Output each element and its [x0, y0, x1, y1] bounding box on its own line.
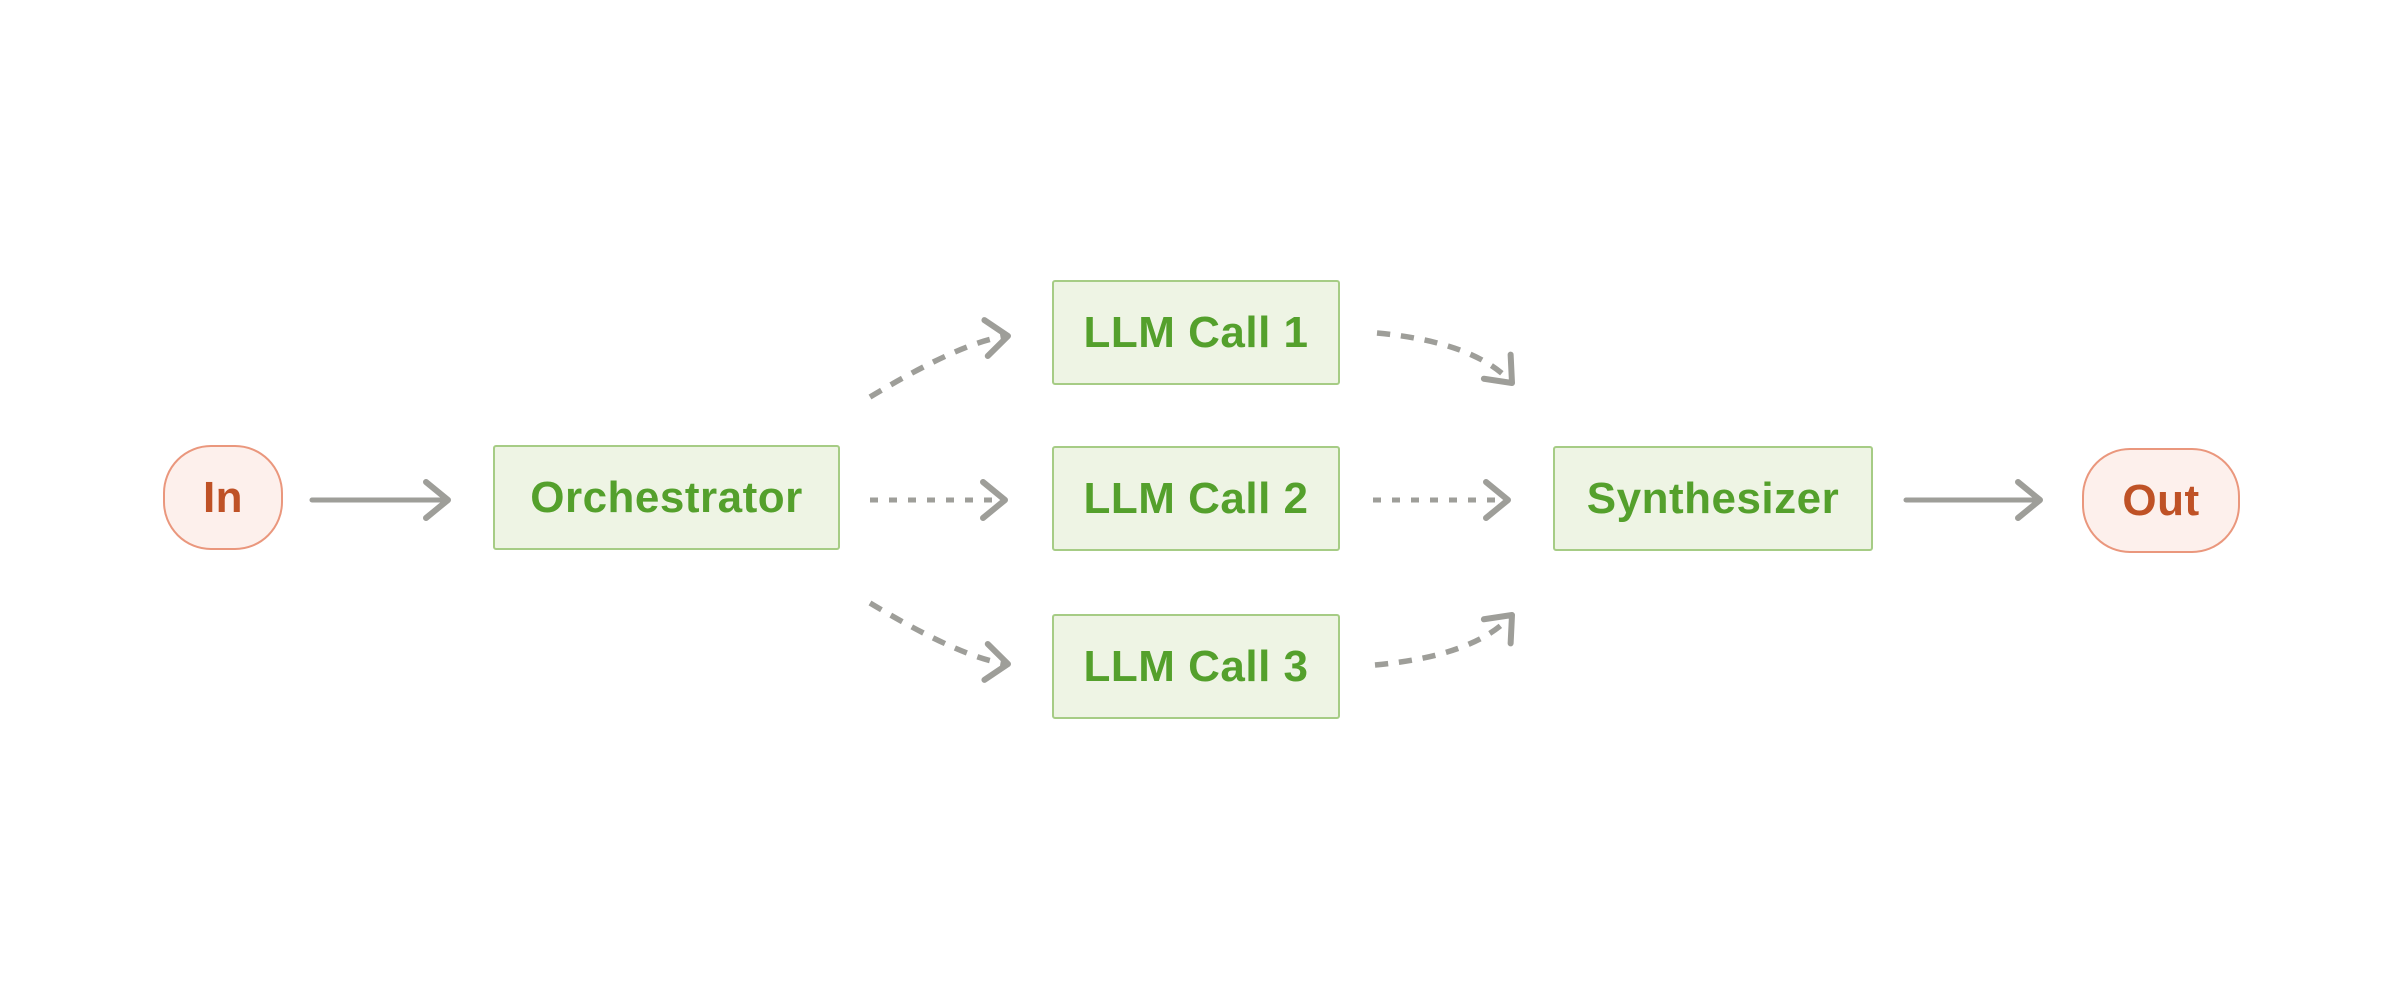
arrow-llm3-to-synthesizer: [1374, 612, 1515, 668]
node-in: In: [163, 445, 283, 550]
node-llm-call-2-label: LLM Call 2: [1083, 473, 1309, 523]
node-out: Out: [2082, 448, 2240, 553]
node-llm-call-3: LLM Call 3: [1052, 614, 1340, 719]
arrow-orchestrator-to-llm3: [868, 600, 1011, 683]
node-out-label: Out: [2122, 475, 2200, 525]
node-orchestrator: Orchestrator: [493, 445, 840, 550]
arrow-orchestrator-to-llm1: [868, 317, 1011, 400]
node-in-label: In: [202, 472, 244, 522]
node-llm-call-1: LLM Call 1: [1052, 280, 1340, 385]
node-llm-call-1-label: LLM Call 1: [1083, 307, 1309, 357]
node-orchestrator-label: Orchestrator: [530, 472, 803, 522]
node-llm-call-3-label: LLM Call 3: [1083, 641, 1309, 691]
node-synthesizer: Synthesizer: [1553, 446, 1873, 551]
arrow-llm1-to-synthesizer: [1376, 330, 1515, 386]
node-synthesizer-label: Synthesizer: [1586, 473, 1840, 523]
node-llm-call-2: LLM Call 2: [1052, 446, 1340, 551]
